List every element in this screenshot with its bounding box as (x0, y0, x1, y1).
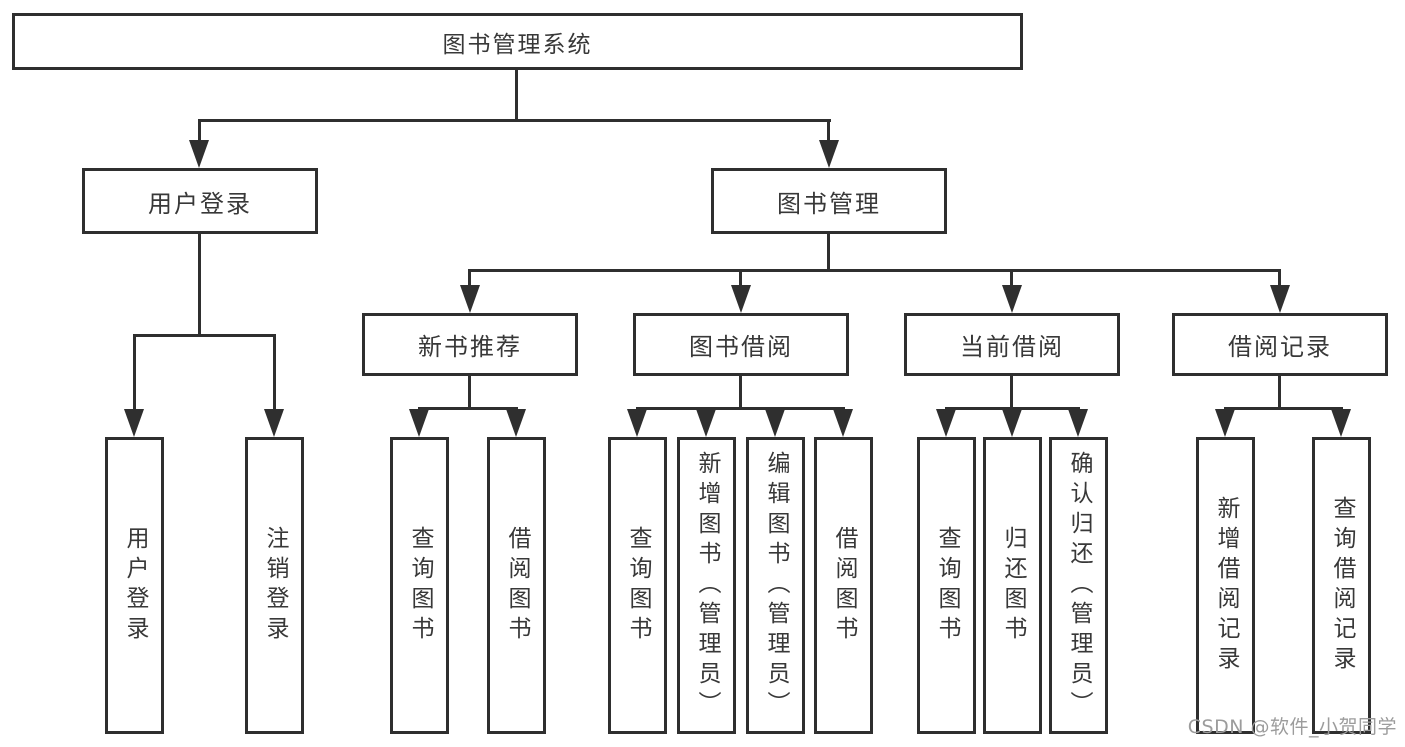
connector-to-leaf (273, 335, 276, 415)
arrow-down-icon (765, 409, 785, 437)
node-current-borrow: 当前借阅 (904, 313, 1120, 376)
leaf-label: 用户登录 (122, 525, 148, 646)
connector-current-borrow-bus (945, 407, 1080, 410)
leaf-logout: 注销登录 (245, 437, 304, 734)
arrow-down-icon (506, 409, 526, 437)
connector-book-management-stem (827, 234, 830, 272)
leaf-add-book-admin: 新增图书（管理员） (677, 437, 736, 734)
leaf-return-book: 归还图书 (983, 437, 1042, 734)
leaf-user-login: 用户登录 (105, 437, 164, 734)
node-label: 图书借阅 (689, 333, 793, 361)
arrow-down-icon (936, 409, 956, 437)
node-label: 当前借阅 (960, 333, 1064, 361)
leaf-borrow-books-newbook: 借阅图书 (487, 437, 546, 734)
connector-to-new-book (468, 270, 471, 290)
arrow-down-icon (124, 409, 144, 437)
node-root-library-system: 图书管理系统 (12, 13, 1023, 70)
leaf-label: 查询图书 (407, 525, 433, 646)
arrow-down-icon (1002, 409, 1022, 437)
connector-user-login-bus (133, 334, 276, 337)
connector-borrow-records-stem (1278, 376, 1281, 410)
connector-root-stem (515, 69, 518, 121)
connector-new-book-stem (468, 376, 471, 410)
node-book-management: 图书管理 (711, 168, 947, 234)
connector-to-leaf (133, 335, 136, 415)
leaf-query-borrow-record: 查询借阅记录 (1312, 437, 1371, 734)
arrow-down-icon (731, 285, 751, 313)
leaf-label: 查询图书 (625, 525, 651, 646)
csdn-watermark: CSDN @软件_小贺同学 (1187, 716, 1397, 738)
connector-to-current-borrow (1010, 270, 1013, 290)
arrow-down-icon (409, 409, 429, 437)
arrow-down-icon (1331, 409, 1351, 437)
connector-book-borrow-stem (739, 376, 742, 410)
node-book-borrow: 图书借阅 (633, 313, 849, 376)
arrow-down-icon (189, 140, 209, 168)
leaf-label: 新增借阅记录 (1213, 495, 1239, 676)
arrow-down-icon (460, 285, 480, 313)
node-borrow-records: 借阅记录 (1172, 313, 1388, 376)
connector-to-book-management (827, 120, 830, 146)
leaf-confirm-return-admin: 确认归还（管理员） (1049, 437, 1108, 734)
connector-to-borrow-records (1278, 270, 1281, 290)
arrow-down-icon (696, 409, 716, 437)
leaf-label: 借阅图书 (831, 525, 857, 646)
connector-book-management-bus (468, 269, 1281, 272)
arrow-down-icon (1215, 409, 1235, 437)
node-new-book-recommend: 新书推荐 (362, 313, 578, 376)
leaf-borrow-books-borrow: 借阅图书 (814, 437, 873, 734)
arrow-down-icon (833, 409, 853, 437)
leaf-add-borrow-record: 新增借阅记录 (1196, 437, 1255, 734)
connector-current-borrow-stem (1010, 376, 1013, 410)
node-user-login: 用户登录 (82, 168, 318, 234)
arrow-down-icon (819, 140, 839, 168)
connector-root-bus (198, 119, 831, 122)
arrow-down-icon (264, 409, 284, 437)
leaf-label: 借阅图书 (504, 525, 530, 646)
leaf-label: 查询图书 (934, 525, 960, 646)
leaf-query-books-current: 查询图书 (917, 437, 976, 734)
leaf-label: 注销登录 (262, 525, 288, 646)
node-label: 新书推荐 (418, 333, 522, 361)
connector-to-book-borrow (739, 270, 742, 290)
connector-borrow-records-bus (1224, 407, 1343, 410)
node-label: 图书管理系统 (442, 31, 593, 58)
connector-user-login-stem (198, 234, 201, 336)
arrow-down-icon (1068, 409, 1088, 437)
node-label: 借阅记录 (1228, 333, 1332, 361)
leaf-label: 归还图书 (1000, 525, 1026, 646)
node-label: 图书管理 (777, 189, 881, 218)
node-label: 用户登录 (148, 189, 252, 218)
leaf-query-books-borrow: 查询图书 (608, 437, 667, 734)
leaf-edit-book-admin: 编辑图书（管理员） (746, 437, 805, 734)
leaf-label: 确认归还（管理员） (1066, 450, 1092, 721)
connector-to-user-login (198, 120, 201, 146)
connector-new-book-bus (418, 407, 518, 410)
connector-book-borrow-bus (636, 407, 845, 410)
leaf-label: 编辑图书（管理员） (763, 450, 789, 721)
arrow-down-icon (1270, 285, 1290, 313)
leaf-query-books-newbook: 查询图书 (390, 437, 449, 734)
leaf-label: 查询借阅记录 (1329, 495, 1355, 676)
arrow-down-icon (627, 409, 647, 437)
arrow-down-icon (1002, 285, 1022, 313)
leaf-label: 新增图书（管理员） (694, 450, 720, 721)
